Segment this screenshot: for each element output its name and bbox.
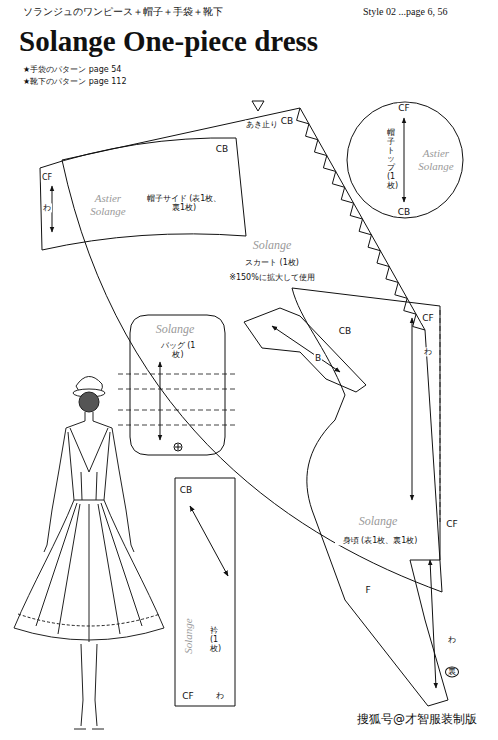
title: Solange One-piece dress bbox=[18, 25, 319, 58]
piece-outline bbox=[36, 100, 256, 255]
match-line bbox=[118, 425, 238, 426]
piece-outline bbox=[175, 478, 235, 706]
pattern-label: CB bbox=[179, 485, 193, 495]
pattern-label: Astier Solange bbox=[411, 147, 461, 172]
grain-arrow bbox=[190, 506, 228, 576]
pattern-label: Solange bbox=[155, 323, 196, 337]
header-note: ソランジュのワンピース＋帽子＋手袋＋靴下 bbox=[22, 6, 224, 18]
pattern-label: CB bbox=[338, 326, 352, 336]
grain-arrow bbox=[412, 318, 413, 500]
pattern-label: CF bbox=[421, 313, 434, 323]
cut-line bbox=[292, 288, 448, 706]
pattern-label: スカート (1枚) bbox=[244, 258, 300, 267]
dress-figure bbox=[36, 503, 142, 642]
piece-outline bbox=[62, 108, 442, 592]
match-line bbox=[118, 310, 440, 522]
dress-figure bbox=[85, 412, 93, 421]
hat-top-piece: CF Astier Solange 帽子トップ (1枚) CB bbox=[343, 98, 467, 222]
dress-figure bbox=[79, 392, 99, 412]
grain-arrow bbox=[272, 326, 340, 372]
piece-outline bbox=[285, 280, 455, 712]
pattern-label: Astier Solange bbox=[81, 192, 135, 217]
piece-outline bbox=[240, 300, 370, 395]
page-reference: Style 02 ...page 6, 56 bbox=[362, 6, 448, 18]
pattern-label: Solange bbox=[182, 617, 195, 654]
pattern-label: わ bbox=[447, 635, 457, 644]
piece-outline bbox=[40, 138, 246, 250]
pattern-label: ※150%に拡大して使用 bbox=[228, 273, 316, 282]
pattern-label: CB bbox=[280, 116, 294, 126]
pattern-label: 帽子サイド (表1枚、裏1枚) bbox=[144, 194, 224, 212]
pattern-label: 身頃 (表1枚、裏1枚) bbox=[335, 536, 425, 545]
front-bodice-piece: CFわSolange身頃 (表1枚、裏1枚)CFFわ裏 bbox=[285, 280, 455, 712]
grain-arrow bbox=[430, 560, 436, 688]
pattern-label: わ bbox=[423, 347, 433, 356]
piece-outline bbox=[170, 470, 242, 710]
dress-figure bbox=[81, 472, 97, 500]
grain-arrow bbox=[52, 118, 436, 688]
pattern-label: CF bbox=[397, 103, 410, 113]
pattern-label: CF bbox=[41, 173, 53, 182]
notch-mark bbox=[252, 101, 264, 111]
hat-side-piece: CB CF わ Astier Solange 帽子サイド (表1枚、裏1枚) bbox=[36, 100, 256, 255]
dress-figure bbox=[70, 428, 108, 472]
bag-piece: Solange バッグ (1枚) bbox=[125, 310, 230, 460]
watermark: 搜狐号@才智服装制版 bbox=[356, 713, 478, 727]
piece-outline bbox=[347, 102, 463, 218]
cut-line bbox=[40, 138, 246, 250]
pattern-label: バッグ (1枚) bbox=[155, 341, 201, 359]
cut-line bbox=[244, 308, 366, 392]
dress-figure bbox=[14, 376, 164, 729]
collar-piece: CB Solange 衿 (1枚) CF わ bbox=[170, 470, 242, 710]
piece-outline bbox=[244, 308, 366, 392]
match-line bbox=[118, 410, 238, 411]
dress-figure bbox=[74, 729, 104, 730]
pattern-label: F bbox=[364, 585, 371, 595]
notch-mark bbox=[174, 443, 182, 451]
pattern-label: 裏 bbox=[445, 666, 459, 677]
pattern-label: CB bbox=[215, 144, 229, 154]
pattern-label: わ bbox=[215, 691, 225, 700]
dress-figure bbox=[81, 644, 97, 726]
match-line bbox=[118, 374, 238, 375]
pattern-label: Solange bbox=[252, 239, 293, 253]
dress-figure bbox=[44, 421, 85, 552]
pattern-label: B bbox=[314, 353, 322, 363]
pattern-label: CF bbox=[445, 519, 458, 529]
dress-figure bbox=[93, 421, 134, 552]
pattern-note: ★手袋のパターン page 54 bbox=[22, 65, 122, 74]
pattern-label: 衿 (1枚) bbox=[210, 627, 218, 653]
cut-line bbox=[62, 108, 442, 592]
pattern-label: 帽子トップ (1枚) bbox=[387, 129, 395, 191]
cut-line bbox=[130, 315, 225, 455]
match-line bbox=[118, 389, 238, 390]
pattern-label: CB bbox=[397, 207, 411, 217]
cut-line bbox=[175, 478, 235, 706]
pattern-note: ★靴下のパターン page 112 bbox=[22, 77, 128, 86]
piece-outline bbox=[130, 315, 225, 455]
cut-line bbox=[347, 102, 463, 218]
notch-mark bbox=[175, 444, 181, 450]
pattern-label: わ bbox=[42, 203, 52, 212]
pattern-label: Solange bbox=[358, 515, 399, 529]
back-bodice-piece: CB B bbox=[240, 300, 370, 395]
pattern-label: CF bbox=[181, 691, 194, 701]
pattern-label: あき止り bbox=[245, 120, 279, 129]
grain-arrow bbox=[404, 118, 405, 202]
dress-figure bbox=[68, 432, 110, 500]
piece-outline bbox=[292, 288, 448, 706]
